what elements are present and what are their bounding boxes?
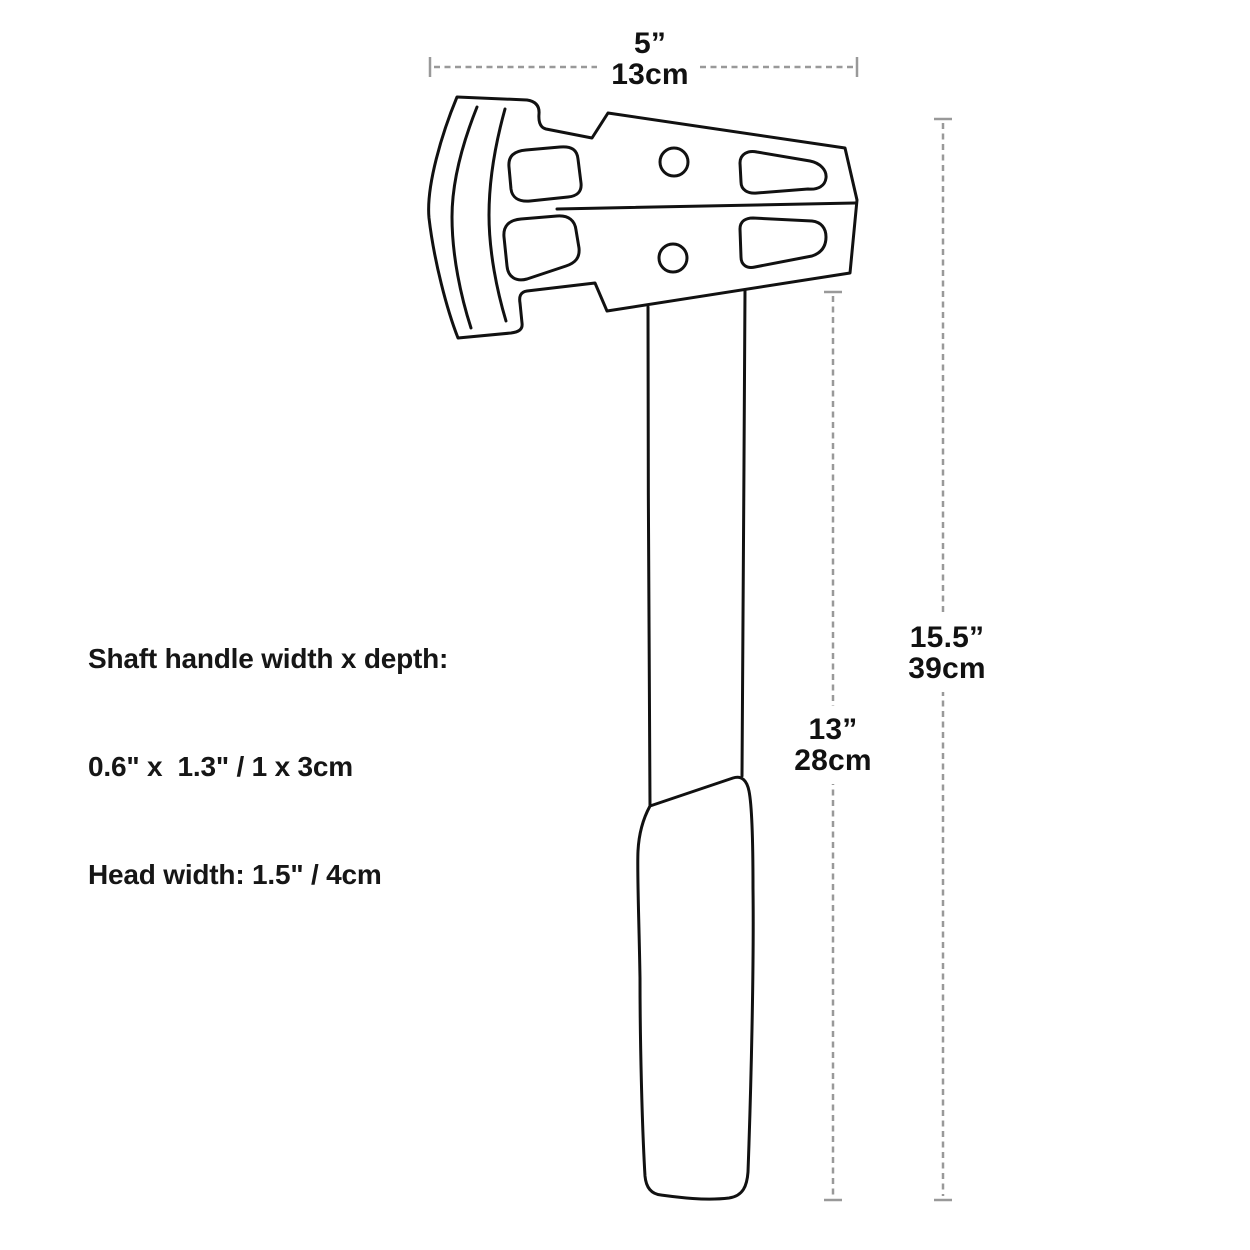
- hammer-outline-group: [427, 95, 859, 1201]
- head-width-metric: 13cm: [611, 58, 689, 91]
- head-width-dimension-label: 5” 13cm: [563, 28, 737, 90]
- spec-text-block: Shaft handle width x depth: 0.6" x 1.3" …: [88, 569, 448, 965]
- total-length-inches: 15.5”: [909, 621, 985, 654]
- total-length-dimension-label: 15.5” 39cm: [877, 614, 1017, 692]
- claw-detail-line: [450, 105, 479, 330]
- grip-outline: [636, 775, 755, 1201]
- spec-line-shaft-values: 0.6" x 1.3" / 1 x 3cm: [88, 751, 353, 782]
- head-cutout-lower-right: [738, 216, 828, 269]
- head-seam-line: [555, 201, 857, 211]
- head-cutout-upper-right: [738, 150, 828, 195]
- head-hole-upper: [658, 146, 690, 178]
- dimension-head-width: [428, 57, 859, 77]
- spec-line-head-width: Head width: 1.5" / 4cm: [88, 859, 382, 890]
- head-cutout-lower-left: [502, 214, 581, 282]
- total-length-metric: 39cm: [908, 652, 986, 685]
- handle-length-inches: 13”: [808, 713, 858, 746]
- head-width-inches: 5”: [633, 27, 667, 60]
- handle-length-metric: 28cm: [794, 744, 872, 777]
- shaft-right-edge: [740, 288, 747, 778]
- head-cutout-upper-left: [507, 145, 583, 203]
- head-hole-lower: [657, 242, 689, 274]
- dimension-handle-length: [824, 290, 842, 1202]
- hammer-head-outline: [427, 95, 859, 340]
- shaft-left-edge: [646, 305, 652, 808]
- handle-length-dimension-label: 13” 28cm: [763, 706, 903, 784]
- claw-detail-line: [487, 107, 508, 323]
- spec-line-shaft-title: Shaft handle width x depth:: [88, 643, 449, 674]
